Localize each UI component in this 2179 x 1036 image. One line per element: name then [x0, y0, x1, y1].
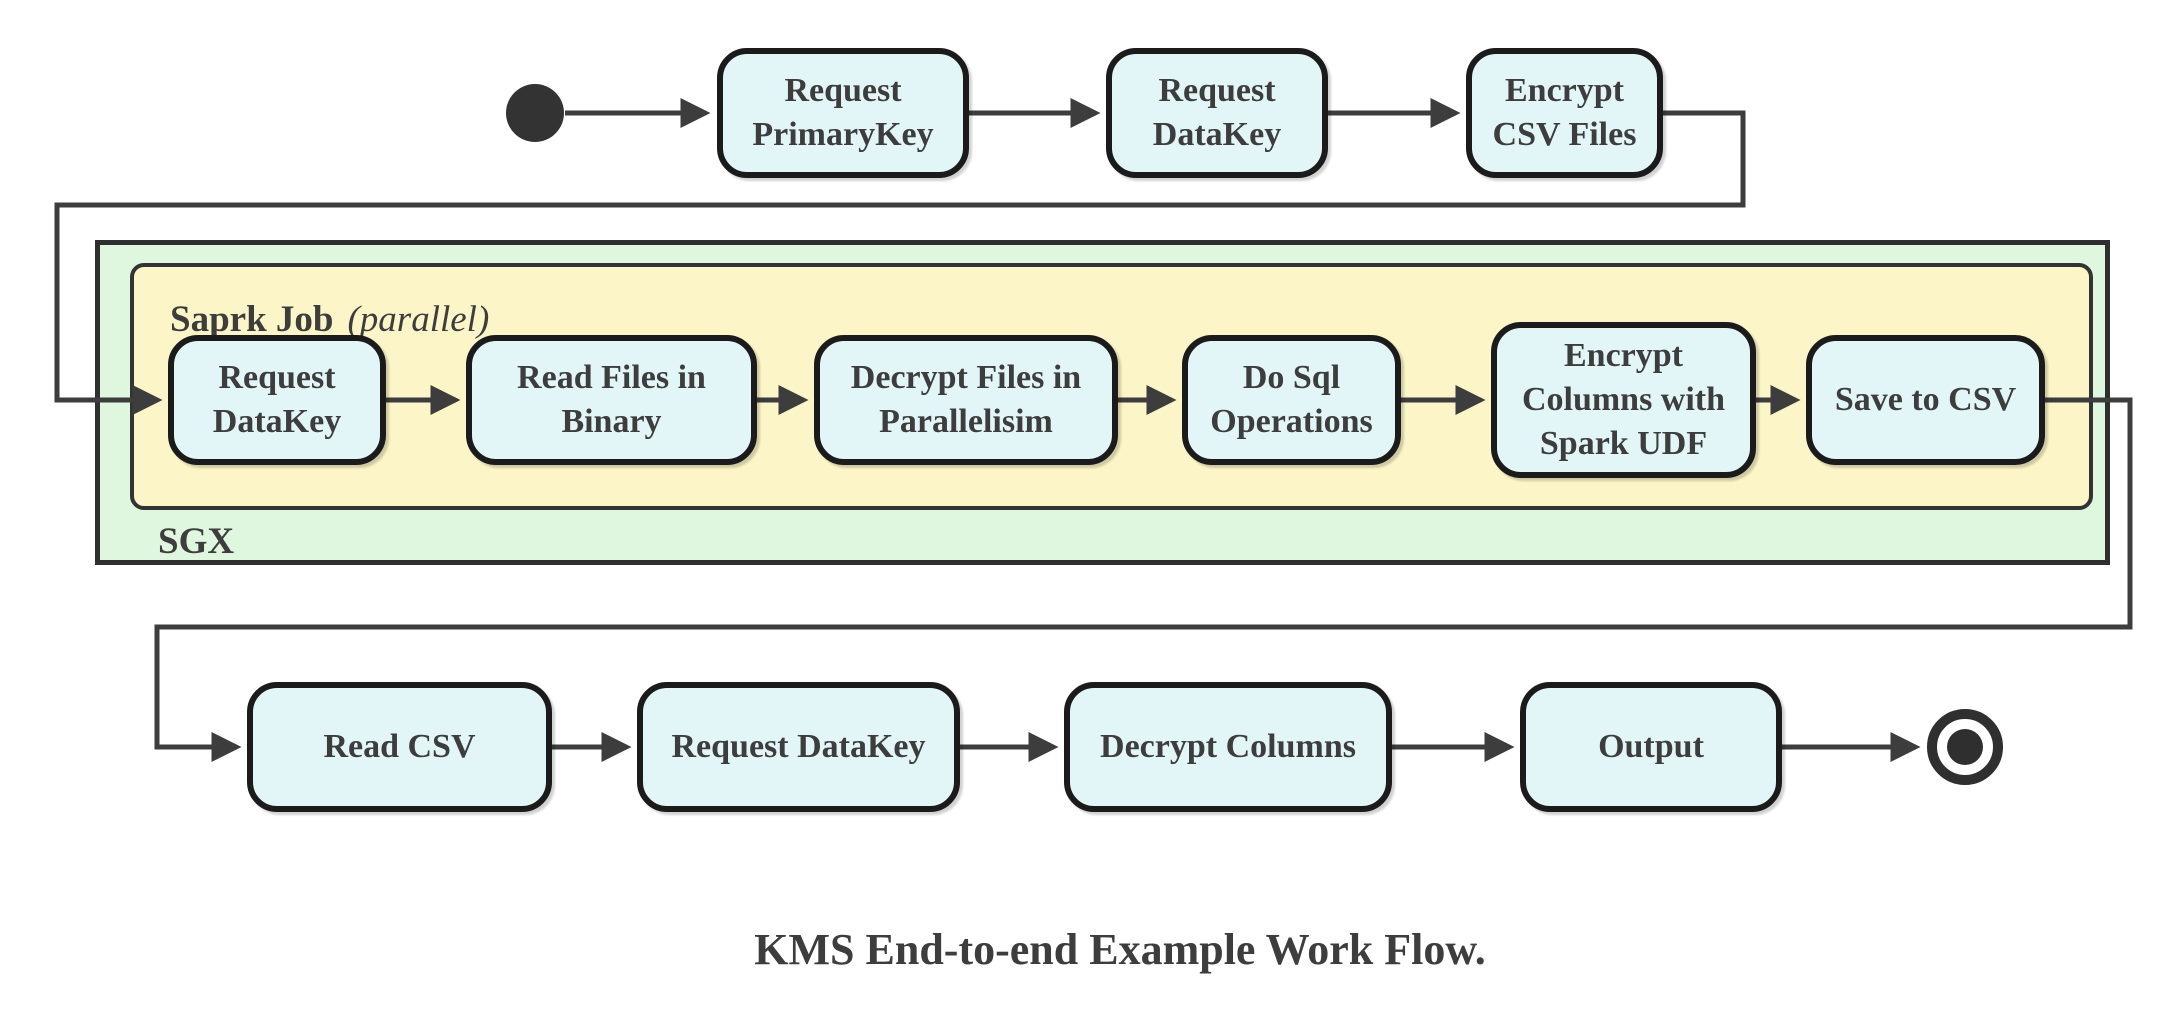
node-request-datakey-spark: Request DataKey [168, 335, 386, 465]
node-read-files-in-binary: Read Files in Binary [466, 335, 757, 465]
node-request-datakey-top: Request DataKey [1106, 48, 1328, 178]
node-output: Output [1520, 682, 1782, 812]
node-save-to-csv: Save to CSV [1806, 335, 2045, 465]
node-request-datakey-client: Request DataKey [637, 682, 960, 812]
node-do-sql-operations: Do Sql Operations [1182, 335, 1401, 465]
node-encrypt-csv-files: Encrypt CSV Files [1466, 48, 1663, 178]
node-encrypt-columns-with-spark-udf: Encrypt Columns with Spark UDF [1491, 322, 1756, 478]
spark-job-qualifier: (parallel) [347, 299, 490, 340]
diagram-caption: KMS End-to-end Example Work Flow. [754, 925, 1486, 974]
node-decrypt-files-in-parallelisim: Decrypt Files in Parallelisim [814, 335, 1118, 465]
node-read-csv: Read CSV [247, 682, 552, 812]
spark-job-label-text: Saprk Job [170, 299, 334, 340]
end-node-dot [1947, 729, 1983, 765]
node-request-primarykey: Request PrimaryKey [717, 48, 969, 178]
end-node-icon [1927, 709, 2003, 785]
spark-job-label: Saprk Job (parallel) [170, 301, 489, 338]
start-node-icon [506, 84, 564, 142]
sgx-label: SGX [158, 521, 235, 562]
node-decrypt-columns: Decrypt Columns [1064, 682, 1392, 812]
